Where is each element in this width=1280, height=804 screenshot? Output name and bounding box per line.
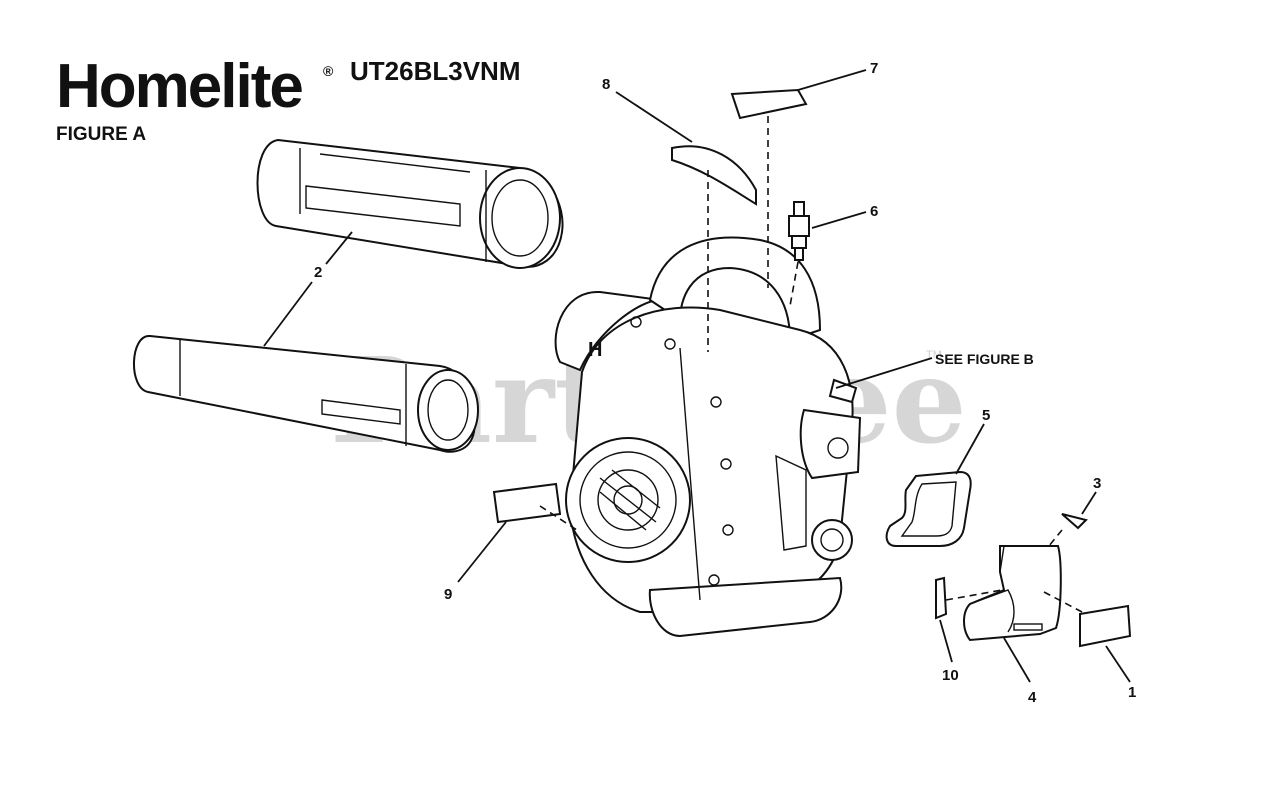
dashed-guide-10: [945, 589, 1003, 601]
callout-7: 7: [870, 60, 878, 77]
callout-6: 6: [870, 203, 878, 220]
callout-10: 10: [942, 667, 959, 684]
callout-leader-1: [1105, 645, 1131, 683]
callout-4: 4: [1028, 689, 1037, 706]
callout-leader-4: [1003, 637, 1031, 683]
callout-leader-3: [1081, 491, 1097, 515]
dashed-guide-6: [789, 261, 799, 307]
air-filter-cover: [963, 545, 1062, 642]
housing-logo-mark: H: [588, 339, 602, 361]
callout-8: 8: [602, 76, 610, 93]
callout-leader-2a: [325, 231, 353, 265]
blower-tube-lower: [133, 334, 479, 453]
callout-leader-2b: [263, 281, 313, 347]
callout-3: 3: [1093, 475, 1101, 492]
callout-leader-8: [615, 91, 693, 143]
brand-logo: Homelite: [56, 52, 302, 121]
registered-mark: ®: [323, 63, 334, 79]
model-number: UT26BL3VNM: [350, 56, 520, 86]
callout-1: 1: [1128, 684, 1136, 701]
dashed-guide-3: [1043, 529, 1063, 553]
top-decal: [730, 88, 808, 120]
clip: [1061, 513, 1088, 530]
handle-decal: [671, 145, 757, 206]
dashed-guide-9: [539, 505, 581, 533]
callout-leader-5: [955, 423, 985, 475]
blower-tube-upper: [256, 138, 564, 269]
callout-leader-7: [797, 69, 867, 91]
callout-2: 2: [314, 264, 322, 281]
callout-9: 9: [444, 586, 452, 603]
side-strip: [935, 576, 948, 620]
see-figure-b-label: SEE FIGURE B: [935, 351, 1034, 367]
gasket: [885, 470, 972, 547]
blower-engine-assembly: H: [554, 236, 862, 638]
callout-leader-9: [457, 521, 507, 583]
callout-leader-figure-b: [835, 357, 933, 389]
figure-label: FIGURE A: [56, 124, 146, 145]
cover-label: [1079, 604, 1132, 648]
side-label: [492, 482, 562, 524]
callout-5: 5: [982, 407, 990, 424]
callout-leader-10: [939, 619, 953, 663]
spark-plug: [788, 201, 810, 261]
callout-leader-6: [811, 211, 867, 229]
